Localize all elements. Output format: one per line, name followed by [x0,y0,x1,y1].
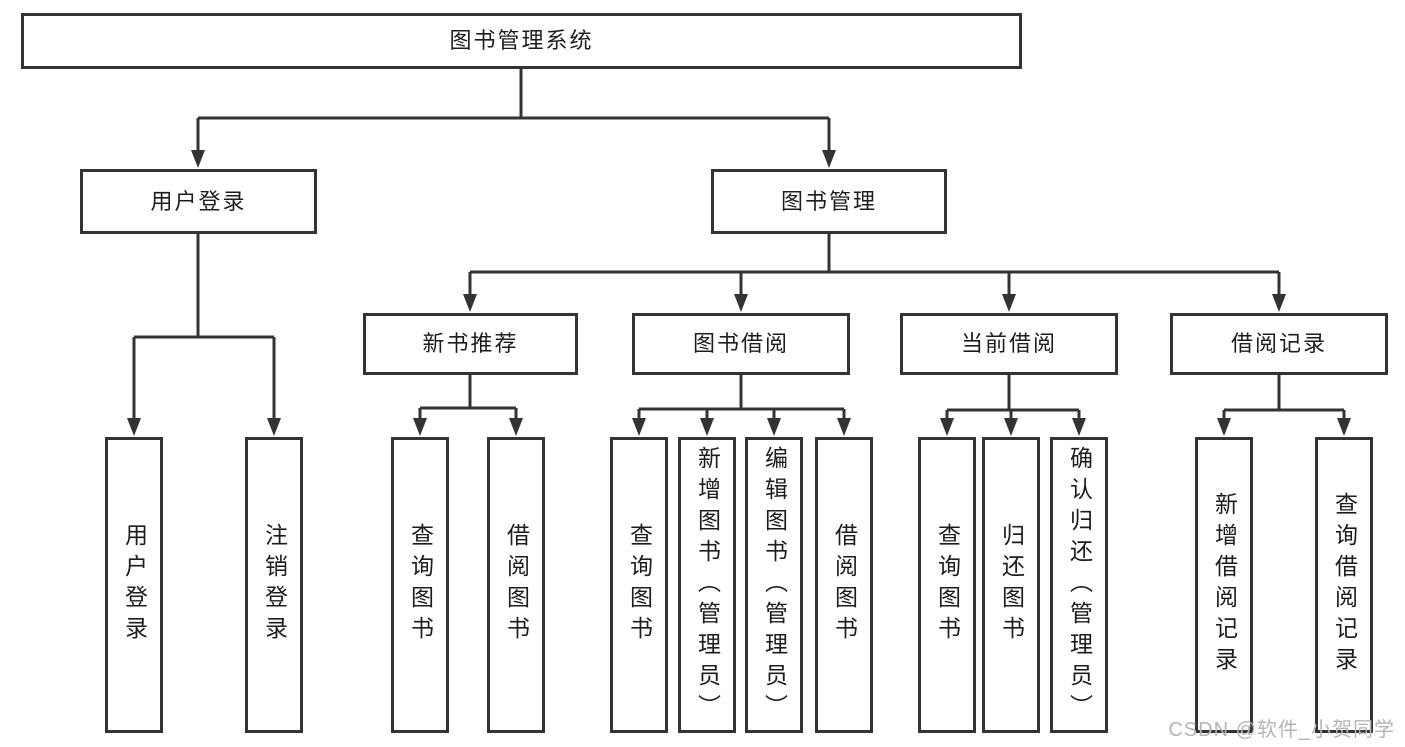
node-user-login: 用户登录 [80,169,317,234]
node-label: 图书管理系统 [449,28,594,53]
csdn-watermark: CSDN @软件_小贺同学 [1168,719,1395,741]
node-root-system: 图书管理系统 [21,13,1022,69]
leaf-query-borrow-record: 查询借阅记录 [1315,437,1373,733]
node-label: 新增借阅记录 [1211,492,1238,678]
node-label: 查询图书 [407,523,434,647]
node-borrowing-records: 借阅记录 [1170,313,1388,375]
leaf-return-book: 归还图书 [982,437,1040,733]
node-new-book-recommend: 新书推荐 [363,313,578,375]
node-label: 查询借阅记录 [1331,492,1358,678]
node-label: 查询图书 [934,523,961,647]
node-label: 新增图书（管理员） [694,445,721,725]
node-label: 借阅图书 [831,523,858,647]
node-book-borrowing: 图书借阅 [632,313,850,375]
node-label: 归还图书 [998,523,1025,647]
node-label: 用户登录 [150,188,247,214]
node-label: 借阅图书 [503,523,530,647]
leaf-borrow-books: 借阅图书 [815,437,873,733]
node-label: 用户登录 [121,523,148,647]
leaf-add-borrow-record: 新增借阅记录 [1195,437,1253,733]
leaf-edit-book-admin: 编辑图书（管理员） [745,437,803,733]
node-label: 当前借阅 [960,331,1057,356]
node-label: 编辑图书（管理员） [761,445,788,725]
node-label: 查询图书 [626,523,653,647]
node-label: 注销登录 [261,523,288,647]
node-current-borrowing: 当前借阅 [900,313,1118,375]
leaf-borrow-books-recommend: 借阅图书 [487,437,545,733]
leaf-query-books-borrowing: 查询图书 [610,437,668,733]
node-label: 图书借阅 [692,331,789,356]
leaf-user-login: 用户登录 [105,437,163,733]
leaf-add-book-admin: 新增图书（管理员） [678,437,736,733]
node-label: 图书管理 [780,188,877,214]
leaf-confirm-return-admin: 确认归还（管理员） [1050,437,1108,733]
leaf-query-books-current: 查询图书 [918,437,976,733]
leaf-logout: 注销登录 [245,437,303,733]
leaf-query-books-recommend: 查询图书 [391,437,449,733]
node-book-management: 图书管理 [711,169,947,234]
node-label: 确认归还（管理员） [1066,445,1093,725]
node-label: 新书推荐 [422,331,519,356]
node-label: 借阅记录 [1230,331,1327,356]
